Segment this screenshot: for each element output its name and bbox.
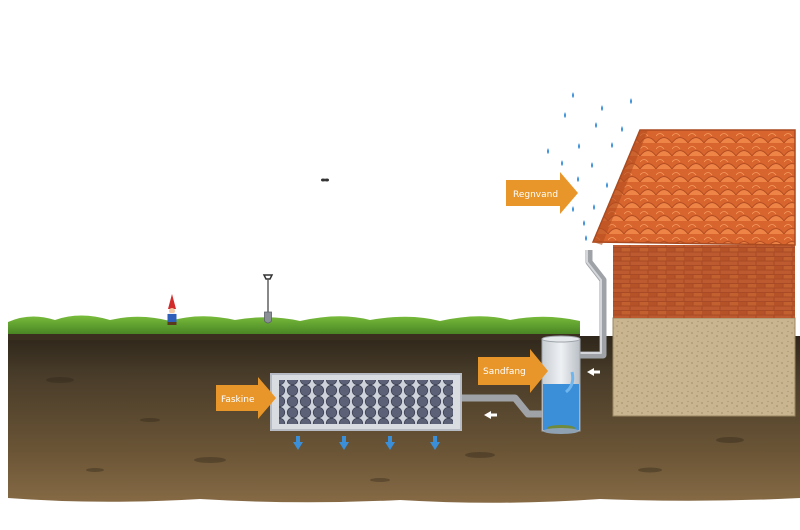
flow-arrow-icon: [484, 368, 600, 419]
garden-gnome-icon: [167, 294, 177, 325]
sand-trap-water: [543, 384, 579, 430]
house-foundation: [612, 317, 796, 417]
sand-trap-well: [541, 335, 581, 434]
seepage-arrow-icon: [293, 436, 440, 450]
raindrop-icon: [547, 92, 632, 241]
label-rain: Regnvand: [506, 172, 578, 214]
label-soakaway: Faskine: [216, 377, 276, 419]
butterfly-icon: [321, 178, 329, 182]
house-brick-wall: [613, 245, 795, 318]
grass-surface: [8, 315, 580, 340]
house-roof: [591, 129, 796, 246]
label-rain-text: Regnvand: [513, 190, 558, 200]
spade-icon: [262, 274, 274, 324]
label-sand-trap-text: Sandfang: [483, 367, 526, 377]
label-sand-trap: Sandfang: [478, 349, 548, 393]
soakaway-box: [270, 373, 462, 431]
outlet-pipe: [462, 394, 548, 418]
label-soakaway-text: Faskine: [221, 395, 255, 405]
